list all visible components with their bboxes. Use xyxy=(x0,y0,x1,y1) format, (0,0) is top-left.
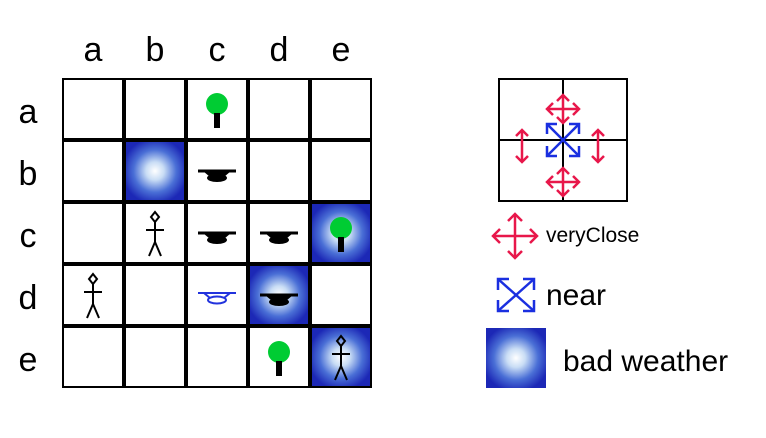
bad-weather-legend-swatch xyxy=(486,328,546,388)
tree-icon xyxy=(268,341,290,376)
grid-cell-ea xyxy=(62,326,124,388)
tree-icon xyxy=(206,93,228,128)
grid-cell-ae xyxy=(310,78,372,140)
near-arrows-icon xyxy=(545,122,581,158)
grid-cell-bd xyxy=(248,140,310,202)
grid-cell-db xyxy=(124,264,186,326)
grid-cell-dc xyxy=(186,264,248,326)
drone-icon xyxy=(198,169,236,182)
grid-map xyxy=(62,78,376,392)
grid-cell-ca xyxy=(62,202,124,264)
grid-cell-ce xyxy=(310,202,372,264)
grid-cell-ed xyxy=(248,326,310,388)
grid-cell-eb xyxy=(124,326,186,388)
drone-blue-icon xyxy=(198,292,236,305)
grid-cell-da xyxy=(62,264,124,326)
grid-cell-cb xyxy=(124,202,186,264)
grid-cell-de xyxy=(310,264,372,326)
person-icon xyxy=(332,334,350,381)
column-label-a: a xyxy=(83,31,103,69)
very-close-legend-icon xyxy=(491,212,539,260)
column-label-e: e xyxy=(331,31,351,69)
grid-cell-ac xyxy=(186,78,248,140)
row-label-c: c xyxy=(19,217,37,255)
column-label-b: b xyxy=(145,31,165,69)
grid-cell-ba xyxy=(62,140,124,202)
near-legend-label: near xyxy=(546,279,607,312)
very-close-legend-label: veryClose xyxy=(546,224,640,247)
grid-cell-ab xyxy=(124,78,186,140)
drone-icon xyxy=(260,231,298,244)
grid-cell-be xyxy=(310,140,372,202)
grid-cell-cc xyxy=(186,202,248,264)
grid-cell-aa xyxy=(62,78,124,140)
grid-cell-ee xyxy=(310,326,372,388)
grid-cell-bb xyxy=(124,140,186,202)
drone-icon xyxy=(260,293,298,306)
row-label-d: d xyxy=(18,279,38,317)
grid-cell-cd xyxy=(248,202,310,264)
row-label-b: b xyxy=(18,155,38,193)
drone-icon xyxy=(198,231,236,244)
grid-cell-ad xyxy=(248,78,310,140)
person-icon xyxy=(146,210,164,257)
grid-cell-dd xyxy=(248,264,310,326)
column-label-d: d xyxy=(269,31,289,69)
near-legend-icon xyxy=(496,277,536,313)
person-icon xyxy=(84,272,102,319)
bad-weather-legend-label: bad weather xyxy=(563,345,729,378)
grid-cell-ec xyxy=(186,326,248,388)
very-close-arrows-icon xyxy=(515,93,605,198)
grid-cell-bc xyxy=(186,140,248,202)
legend-proximity-box xyxy=(498,78,628,202)
row-label-e: e xyxy=(18,341,38,379)
tree-icon xyxy=(330,217,352,252)
column-label-c: c xyxy=(208,31,226,69)
row-label-a: a xyxy=(18,93,38,131)
